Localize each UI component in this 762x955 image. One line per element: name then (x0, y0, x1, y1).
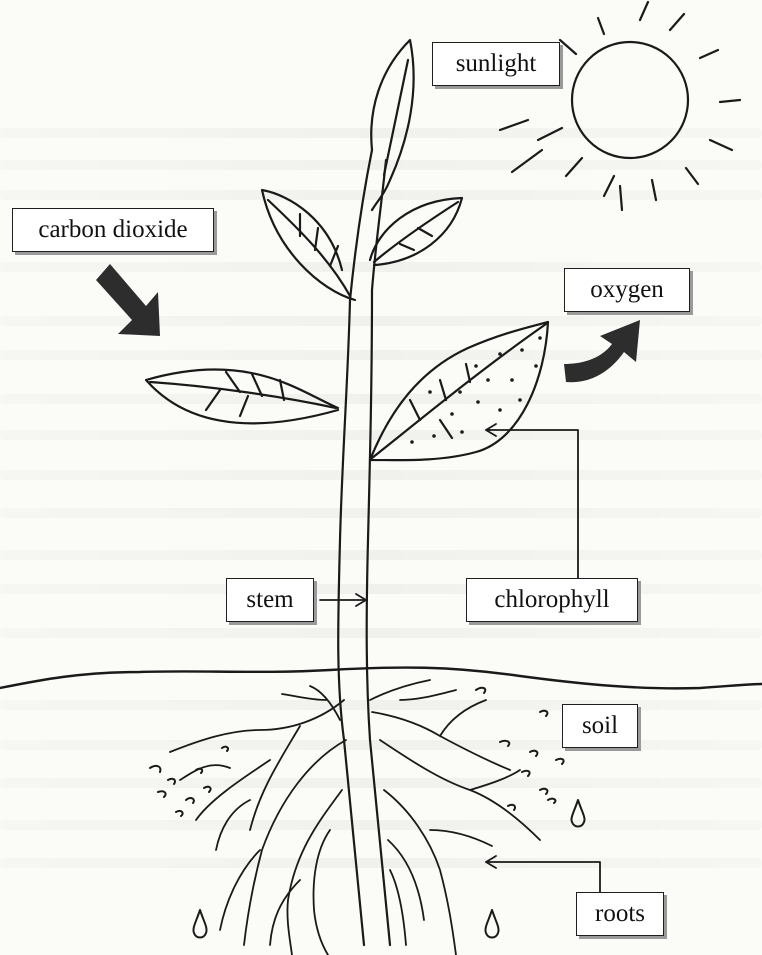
left-leaf (146, 369, 338, 423)
pointer-arrows (320, 424, 600, 892)
sun-icon (500, 2, 740, 210)
label-stem: stem (226, 578, 314, 622)
right-leaf (370, 322, 548, 460)
roots (170, 680, 540, 955)
label-soil: soil (562, 704, 638, 748)
label-carbon-dioxide: carbon dioxide (12, 208, 214, 252)
stem (338, 150, 390, 945)
chlorophyll-dots (410, 336, 542, 444)
label-chlorophyll: chlorophyll (466, 578, 638, 622)
soil-line (0, 668, 762, 689)
oxygen-arrow-icon (564, 320, 640, 382)
soil-particles (150, 688, 564, 816)
label-oxygen: oxygen (564, 268, 690, 312)
label-sunlight: sunlight (432, 42, 560, 86)
carbon-dioxide-arrow-icon (96, 264, 160, 336)
label-roots: roots (576, 892, 664, 936)
